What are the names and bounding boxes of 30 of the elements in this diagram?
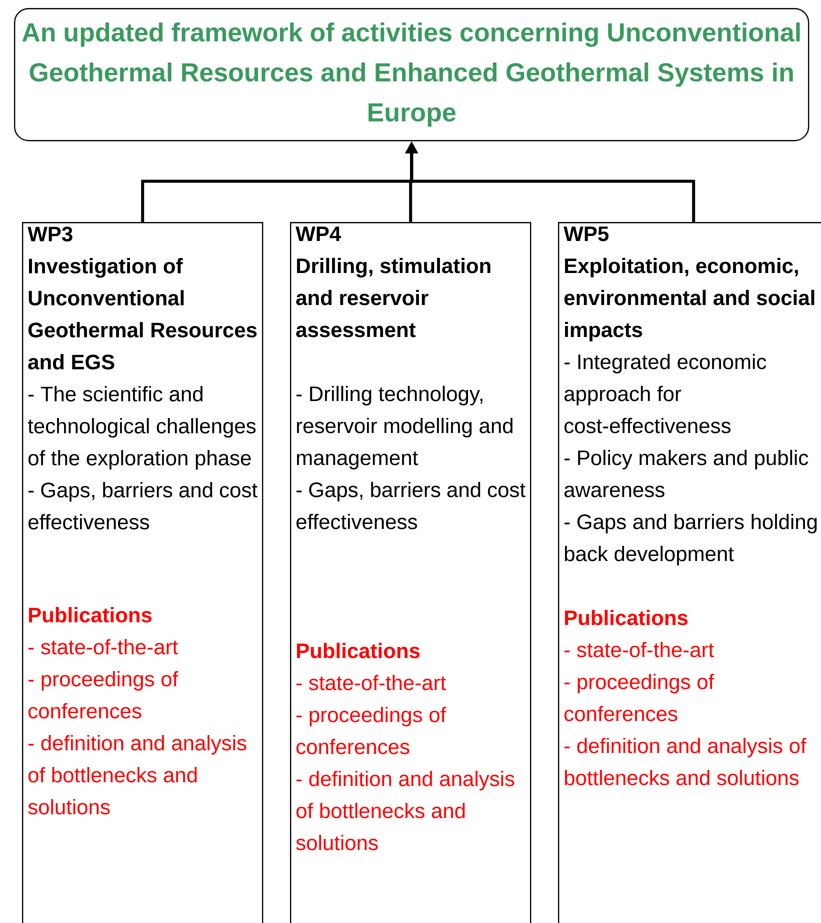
- box-heading: Exploitation, economic, environmental and social impacts: [564, 258, 814, 342]
- work-package-box: [558, 222, 821, 923]
- publications-heading: Publications: [565, 610, 688, 626]
- bullet-text: - Drilling technology, reservoir modelling and management: [296, 386, 512, 470]
- box-heading: WP5: [564, 226, 609, 242]
- box-heading: Drilling, stimulation and reservoir assessment: [296, 258, 490, 338]
- work-package-box: [22, 222, 264, 923]
- box-heading: Investigation of Unconventional Geothermal Resources and EGS: [28, 258, 257, 370]
- bullet-text: - Policy makers and public awareness: [564, 450, 808, 498]
- bullet-text: - Gaps, barriers and cost effectiveness: [296, 482, 526, 530]
- box-heading: WP4: [296, 226, 341, 242]
- bullet-text: - The scientific and technological challenges of the exploration phase: [28, 386, 256, 470]
- publication-item: - proceedings of conferences: [296, 706, 446, 754]
- bullet-text: - Gaps, barriers and cost effectiveness: [28, 482, 258, 530]
- publication-item: - state-of-the-art: [296, 674, 446, 690]
- publication-item: - definition and analysis of bottlenecks and solutions: [296, 770, 514, 850]
- publication-item: - definition and analysis of bottlenecks and solutions: [564, 738, 806, 786]
- publications-heading: Publications: [297, 642, 420, 658]
- publication-item: - proceedings of conferences: [564, 674, 714, 722]
- bullet-text: - Integrated economic approach for cost-effectiveness: [564, 354, 766, 434]
- publication-item: - definition and analysis of bottlenecks and solutions: [28, 735, 246, 814]
- title-box: [14, 8, 810, 142]
- title-text: An updated framework of activities concerning Unconventional Geothermal Resources and Enhanced Geothermal Systems in Europe: [22, 22, 800, 127]
- publication-item: - state-of-the-art: [28, 639, 178, 654]
- bullet-text: - Gaps and barriers holding back development: [564, 514, 817, 566]
- publications-heading: Publications: [29, 607, 152, 622]
- publication-item: - proceedings of conferences: [28, 671, 178, 718]
- publication-item: - state-of-the-art: [564, 642, 714, 658]
- work-package-box: [290, 222, 532, 923]
- box-heading: WP3: [28, 226, 72, 242]
